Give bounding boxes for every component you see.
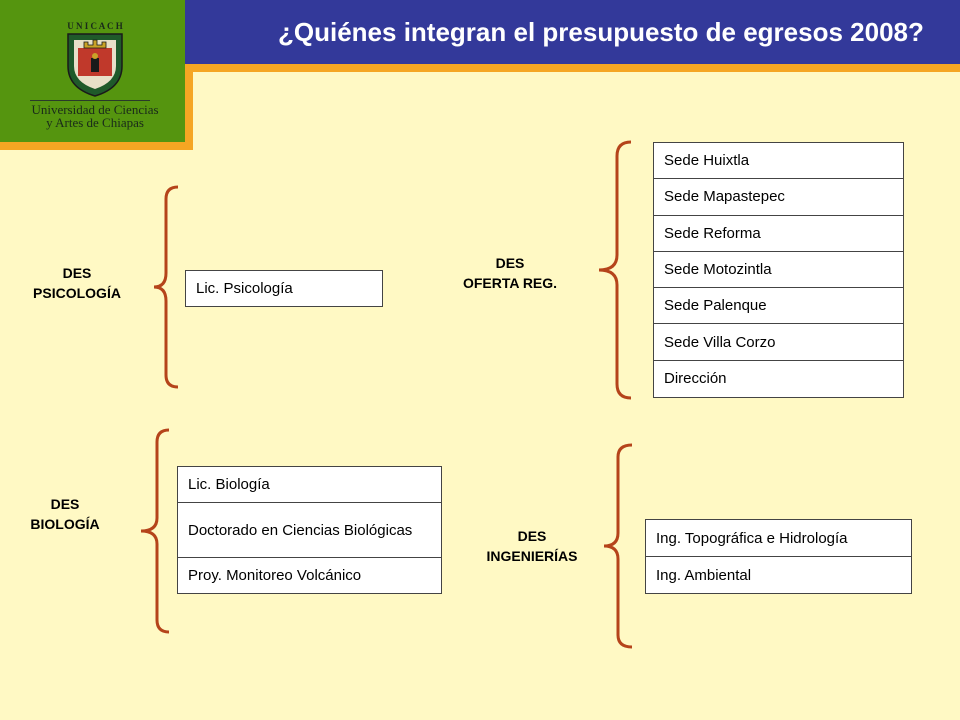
des-ingenierias-label: DES INGENIERÍAS: [462, 526, 602, 566]
page-title: ¿Quiénes integran el presupuesto de egre…: [278, 17, 924, 47]
brand-divider: [30, 100, 150, 101]
des-oferta-box: Sede Huixtla Sede Mapastepec Sede Reform…: [653, 142, 904, 398]
des-biologia-label: DES BIOLOGÍA: [5, 494, 125, 534]
crest-acronym: U N I C A C H: [67, 21, 123, 31]
title-bar: [185, 0, 960, 64]
logo-accent-vertical: [185, 0, 193, 150]
des-ingenierias-box: Ing. Topográfica e Hidrología Ing. Ambie…: [645, 519, 912, 594]
des-oferta-label-line2: OFERTA REG.: [462, 275, 558, 291]
des-ingenierias-label-line1: DES: [517, 528, 547, 544]
des-psicologia-label-line1: DES: [62, 265, 92, 281]
list-item: Sede Motozintla: [654, 252, 903, 289]
des-biologia-label-line1: DES: [50, 496, 80, 512]
des-psicologia-label: DES PSICOLOGÍA: [17, 263, 137, 303]
des-psicologia-box: Lic. Psicología: [185, 270, 383, 307]
logo-accent-horizontal: [0, 142, 193, 150]
title-accent: [193, 64, 960, 72]
list-item: Sede Villa Corzo: [654, 324, 903, 361]
des-ingenierias-label-line2: INGENIERÍAS: [486, 548, 578, 564]
des-psicologia-brace: [153, 185, 179, 389]
list-item: Lic. Biología: [178, 467, 441, 503]
des-biologia-label-line2: BIOLOGÍA: [30, 516, 100, 532]
university-crest-icon: U N I C A C H: [67, 21, 123, 97]
list-item: Doctorado en Ciencias Biológicas: [178, 503, 441, 558]
university-name-line1: Universidad de Ciencias: [31, 102, 159, 117]
list-item: Ing. Ambiental: [656, 566, 752, 584]
list-item: Sede Mapastepec: [654, 179, 903, 216]
list-item: Ing. Topográfica e Hidrología: [646, 520, 911, 557]
des-biologia-box: Lic. Biología Doctorado en Ciencias Biol…: [177, 466, 442, 594]
list-item: Sede Huixtla: [654, 143, 903, 180]
list-item: Sede Reforma: [654, 216, 903, 252]
des-psicologia-label-line2: PSICOLOGÍA: [33, 285, 121, 301]
des-ingenierias-brace: [603, 443, 633, 649]
des-oferta-label-line1: DES: [495, 255, 525, 271]
list-item: Proy. Monitoreo Volcánico: [188, 567, 362, 584]
university-name: Universidad de Ciencias y Artes de Chiap…: [20, 103, 170, 129]
des-oferta-brace: [598, 140, 632, 400]
list-item: Dirección: [664, 370, 727, 388]
list-item: Sede Palenque: [654, 288, 903, 325]
list-item: Lic. Psicología: [196, 280, 293, 297]
university-name-line2: y Artes de Chiapas: [46, 115, 144, 130]
des-biologia-brace: [140, 428, 170, 634]
des-oferta-label: DES OFERTA REG.: [440, 253, 580, 293]
